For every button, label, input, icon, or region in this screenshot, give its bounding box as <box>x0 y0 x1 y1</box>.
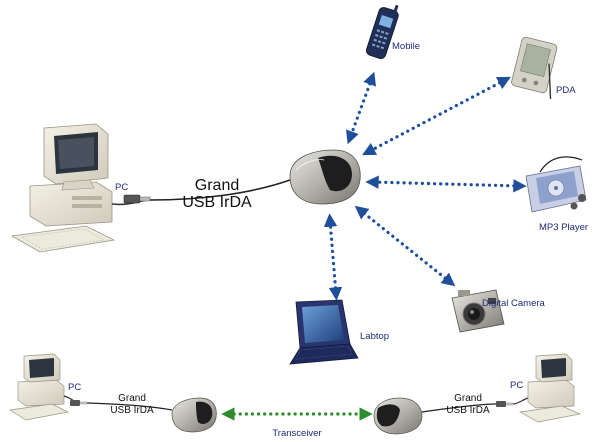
irda-adapter-right-icon <box>373 397 423 435</box>
pda-label: PDA <box>556 85 576 96</box>
link-pda <box>362 76 511 156</box>
ir-links <box>323 71 527 301</box>
irda-adapter-left-icon <box>171 397 217 433</box>
bottom-left-cable <box>86 402 173 411</box>
mp3-label: MP3 Player <box>539 222 588 233</box>
camera-label: Digital Camera <box>482 298 546 309</box>
pc-main-label: PC <box>115 182 128 193</box>
bottom-right-pc-label: PC <box>510 380 523 391</box>
mp3-player-icon <box>525 156 587 213</box>
pda-icon <box>511 36 558 100</box>
irda-adapter-icon <box>289 149 361 205</box>
digital-camera-icon <box>451 289 505 333</box>
mobile-label: Mobile <box>392 41 420 52</box>
mobile-phone-icon <box>365 5 399 60</box>
link-camera <box>354 205 456 287</box>
laptop-label: Labtop <box>360 331 389 342</box>
link-laptop <box>323 213 343 301</box>
link-mp3 <box>365 175 527 193</box>
bottom-left-hub-line2: USB IrDA <box>110 405 154 416</box>
hub-cable <box>149 179 291 201</box>
pc-main-icon <box>10 123 151 253</box>
hub-title-line1: Grand <box>195 177 239 194</box>
bottom-right-hub-line2: USB IrDA <box>446 405 490 416</box>
hub-title-line2: USB IrDA <box>182 194 252 211</box>
bottom-left-pc-label: PC <box>68 382 81 393</box>
pc-bottom-left-icon <box>9 353 87 421</box>
pc-bottom-right-icon <box>496 353 582 423</box>
transceiver-label: Transceiver <box>272 428 321 439</box>
bottom-left-hub-line1: Grand <box>118 393 146 404</box>
link-mobile <box>346 71 376 145</box>
bottom-right-hub-line1: Grand <box>454 393 482 404</box>
laptop-icon <box>289 299 359 365</box>
bottom-right-cable <box>421 403 497 413</box>
